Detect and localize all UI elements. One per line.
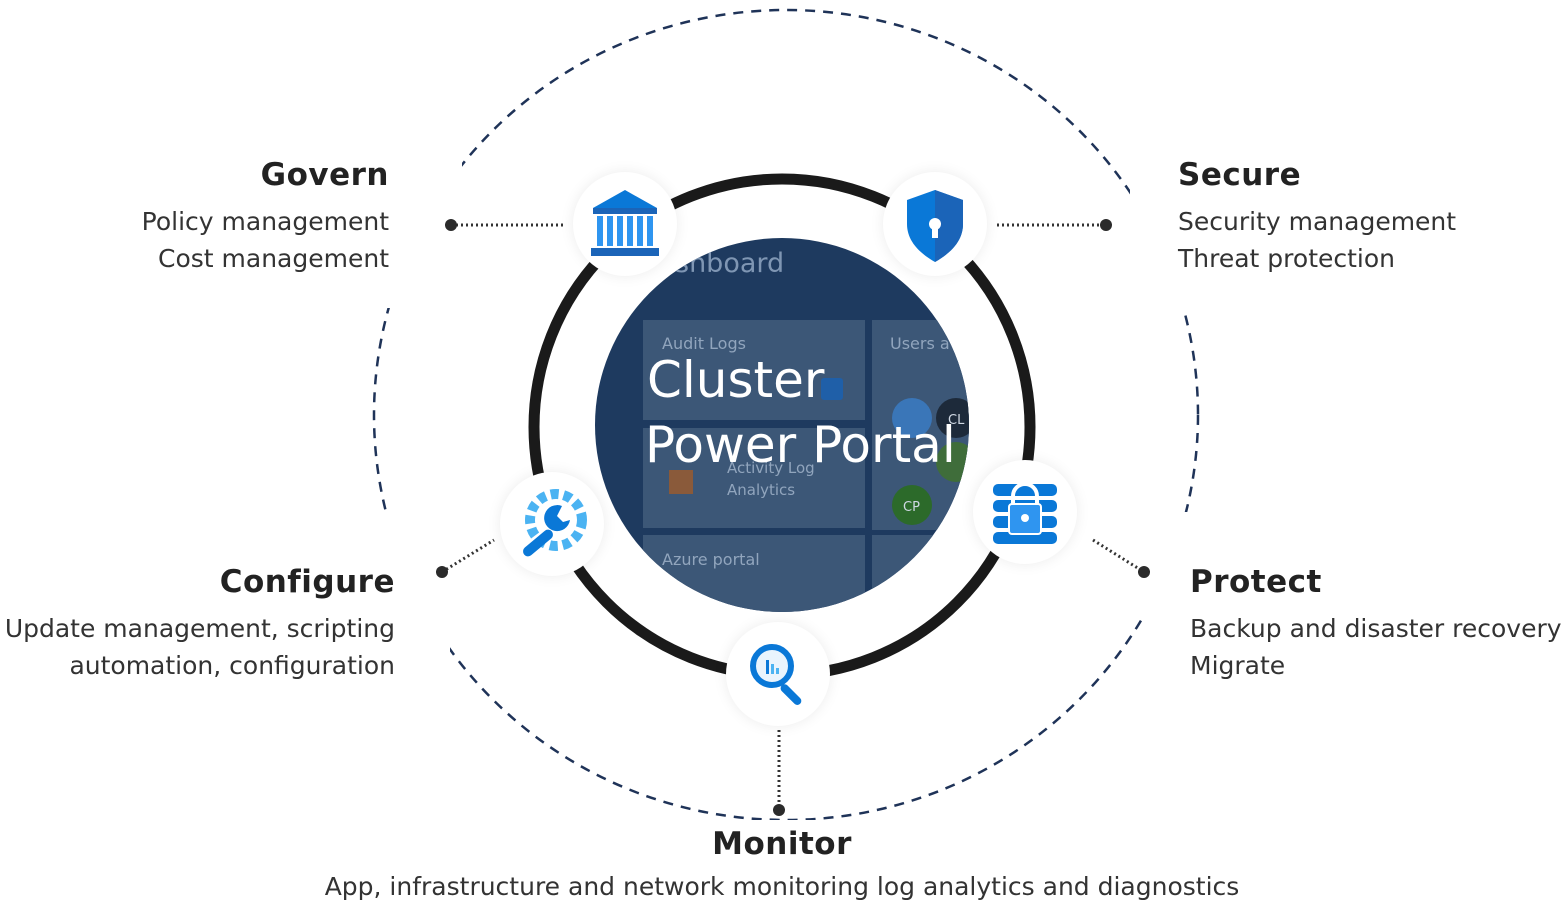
configure-icon-badge	[500, 472, 604, 576]
mask-govern	[52, 128, 462, 308]
core-screenshot: shboard Audit Logs Users a Activity Log …	[595, 238, 969, 612]
bg-tile-activity: Activity Log	[727, 459, 815, 477]
monitor-block: Monitor App, infrastructure and network …	[282, 824, 1282, 905]
connector-secure	[997, 219, 1112, 231]
secure-line-2: Threat protection	[1178, 244, 1396, 273]
center-title-line2: Power Portal	[645, 416, 956, 474]
mask-protect	[1142, 512, 1562, 698]
center-title-line1: Cluster	[647, 351, 825, 409]
protect-block: Protect Backup and disaster recovery Mig…	[1190, 562, 1562, 684]
secure-title: Secure	[1178, 157, 1302, 193]
govern-line-2: Cost management	[158, 244, 389, 273]
configure-title: Configure	[219, 564, 395, 600]
outer-dashed-ring	[372, 8, 1200, 822]
mask-configure	[10, 512, 450, 698]
govern-title: Govern	[260, 157, 389, 193]
protect-icon-badge	[973, 460, 1077, 564]
connector-protect	[1092, 538, 1150, 578]
connector-monitor	[773, 730, 785, 816]
govern-icon-badge	[573, 172, 677, 276]
configure-line-2: automation, configuration	[69, 651, 395, 680]
govern-line-1: Policy management	[141, 207, 389, 236]
database-lock-icon	[993, 482, 1057, 544]
bg-tile-analytics: Analytics	[727, 481, 795, 499]
secure-line-1: Security management	[1178, 207, 1457, 236]
mask-monitor	[634, 820, 922, 880]
bg-header-text: shboard	[675, 248, 784, 279]
bg-tile-audit: Audit Logs	[662, 334, 746, 353]
secure-block: Secure Security management Threat protec…	[1178, 155, 1456, 277]
configure-line-1: Update management, scripting	[4, 614, 395, 643]
bg-tile-users: Users a	[890, 334, 950, 353]
gear-wrench-icon	[523, 489, 587, 557]
protect-title: Protect	[1190, 564, 1322, 600]
monitor-title: Monitor	[712, 826, 852, 862]
bg-avatar-cp: CP	[903, 500, 920, 515]
shield-lock-icon	[907, 190, 963, 262]
connector-govern	[445, 219, 565, 231]
search-chart-icon	[750, 644, 802, 705]
bg-tile-azure: Azure portal	[662, 550, 760, 569]
protect-line-2: Migrate	[1190, 651, 1286, 680]
secure-icon-badge	[883, 172, 987, 276]
govern-block: Govern Policy management Cost management	[142, 155, 389, 277]
configure-block: Configure Update management, scripting a…	[5, 562, 395, 684]
bank-icon	[591, 190, 659, 256]
mask-secure	[1130, 132, 1542, 314]
bg-avatar-cl: CL	[948, 413, 965, 428]
connector-configure	[436, 538, 495, 578]
protect-line-1: Backup and disaster recovery	[1190, 614, 1562, 643]
monitor-line-1: App, infrastructure and network monitori…	[324, 872, 1240, 901]
monitor-icon-badge	[726, 622, 830, 726]
